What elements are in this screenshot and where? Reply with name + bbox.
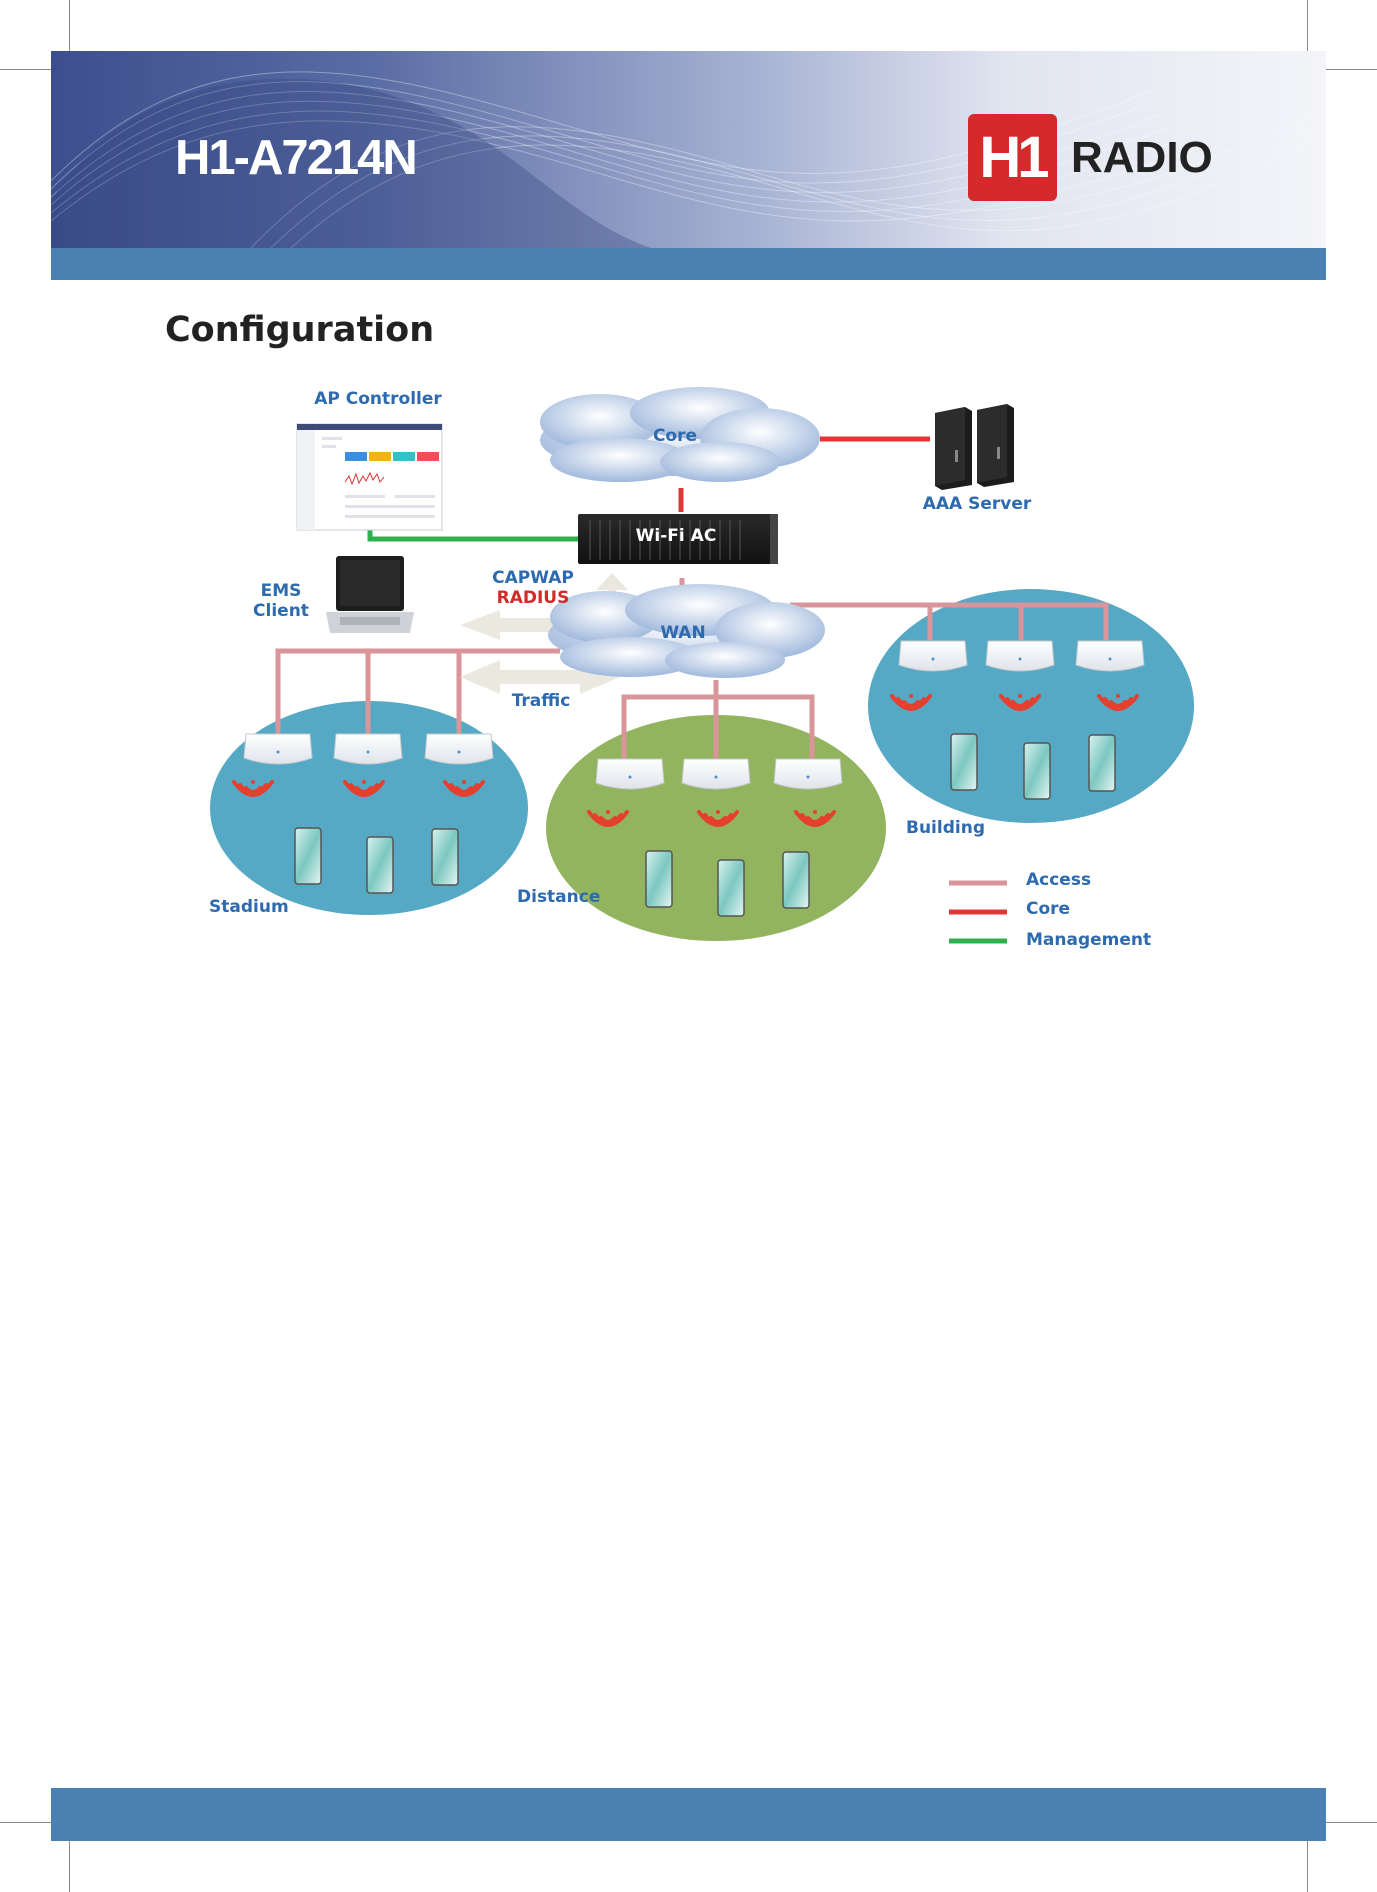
- network-diagram: AP Controller Core AAA Server Wi-Fi AC E…: [209, 387, 1194, 950]
- phone-icon: [782, 851, 810, 909]
- phone-icon: [645, 850, 673, 908]
- crop-mark: [1307, 1837, 1308, 1892]
- aaa-server-icon: [935, 404, 1014, 490]
- phone-icon: [431, 828, 459, 886]
- access-point-icon: [681, 758, 751, 790]
- access-points: [243, 640, 1145, 790]
- ems-client-label-line2: Client: [253, 601, 309, 621]
- management-line: [367, 528, 580, 542]
- footer-bar: [51, 1788, 1326, 1841]
- access-point-icon: [595, 758, 665, 790]
- logo-mark: H1: [968, 114, 1057, 201]
- wifi-signal-icon: [999, 694, 1041, 711]
- phone-icon: [950, 733, 978, 791]
- access-point-icon: [773, 758, 843, 790]
- access-point-icon: [333, 733, 403, 765]
- crop-mark: [1322, 1822, 1377, 1823]
- wifi-signal-icon: [1097, 694, 1139, 711]
- access-point-icon: [424, 733, 494, 765]
- access-lines: [275, 578, 1109, 762]
- access-point-icon: [898, 640, 968, 672]
- ems-client-label: EMS: [261, 581, 302, 601]
- wifi-signals: [232, 694, 1139, 827]
- core-cloud: [540, 387, 820, 482]
- core-lines: [678, 436, 930, 512]
- radius-label: RADIUS: [497, 588, 570, 608]
- phone-icon: [294, 827, 322, 885]
- wifi-signal-icon: [587, 810, 629, 827]
- traffic-label: Traffic: [512, 691, 571, 711]
- phone-icon: [1023, 742, 1051, 800]
- crop-mark: [1307, 0, 1308, 55]
- crop-mark: [69, 0, 70, 55]
- wan-cloud: [548, 584, 825, 678]
- wifi-signal-icon: [697, 810, 739, 827]
- wifi-signal-icon: [443, 780, 485, 797]
- header-banner: [51, 51, 1326, 248]
- crop-mark: [1322, 69, 1377, 70]
- wifi-signal-icon: [794, 810, 836, 827]
- stadium-label: Stadium: [209, 897, 289, 917]
- section-title: Configuration: [165, 310, 435, 350]
- capwap-label: CAPWAP: [492, 568, 574, 588]
- crop-mark: [0, 1822, 55, 1823]
- wifi-signal-icon: [890, 694, 932, 711]
- building-label: Building: [906, 818, 985, 838]
- legend-label-management: Management: [1026, 930, 1151, 950]
- access-point-icon: [1075, 640, 1145, 672]
- brand-logo: H1 RADIO: [968, 114, 1213, 201]
- distance-label: Distance: [517, 887, 600, 907]
- logo-text: RADIO: [1071, 132, 1213, 182]
- ap-controller-screenshot: [296, 423, 443, 531]
- phone-icon: [366, 836, 394, 894]
- aaa-server-label: AAA Server: [923, 494, 1032, 514]
- product-title: H1-A7214N: [175, 131, 418, 185]
- access-point-icon: [243, 733, 313, 765]
- phones: [294, 733, 1116, 917]
- ap-controller-label: AP Controller: [314, 389, 442, 409]
- wan-cloud-label: WAN: [660, 623, 705, 643]
- wifi-signal-icon: [232, 780, 274, 797]
- crop-mark: [69, 1837, 70, 1892]
- legend-label-access: Access: [1026, 870, 1091, 890]
- phone-icon: [1088, 734, 1116, 792]
- wifi-ac-label: Wi-Fi AC: [636, 526, 717, 546]
- wifi-ac-server-icon: [578, 514, 778, 564]
- access-point-icon: [985, 640, 1055, 672]
- legend-label-core: Core: [1026, 899, 1070, 919]
- core-cloud-label: Core: [653, 426, 697, 446]
- wave-decoration: [51, 71, 1326, 248]
- wifi-signal-icon: [343, 780, 385, 797]
- legend: Access Core Management: [949, 870, 1151, 950]
- crop-mark: [0, 69, 55, 70]
- phone-icon: [717, 859, 745, 917]
- ems-laptop-icon: [326, 556, 414, 633]
- header-bar: [51, 248, 1326, 280]
